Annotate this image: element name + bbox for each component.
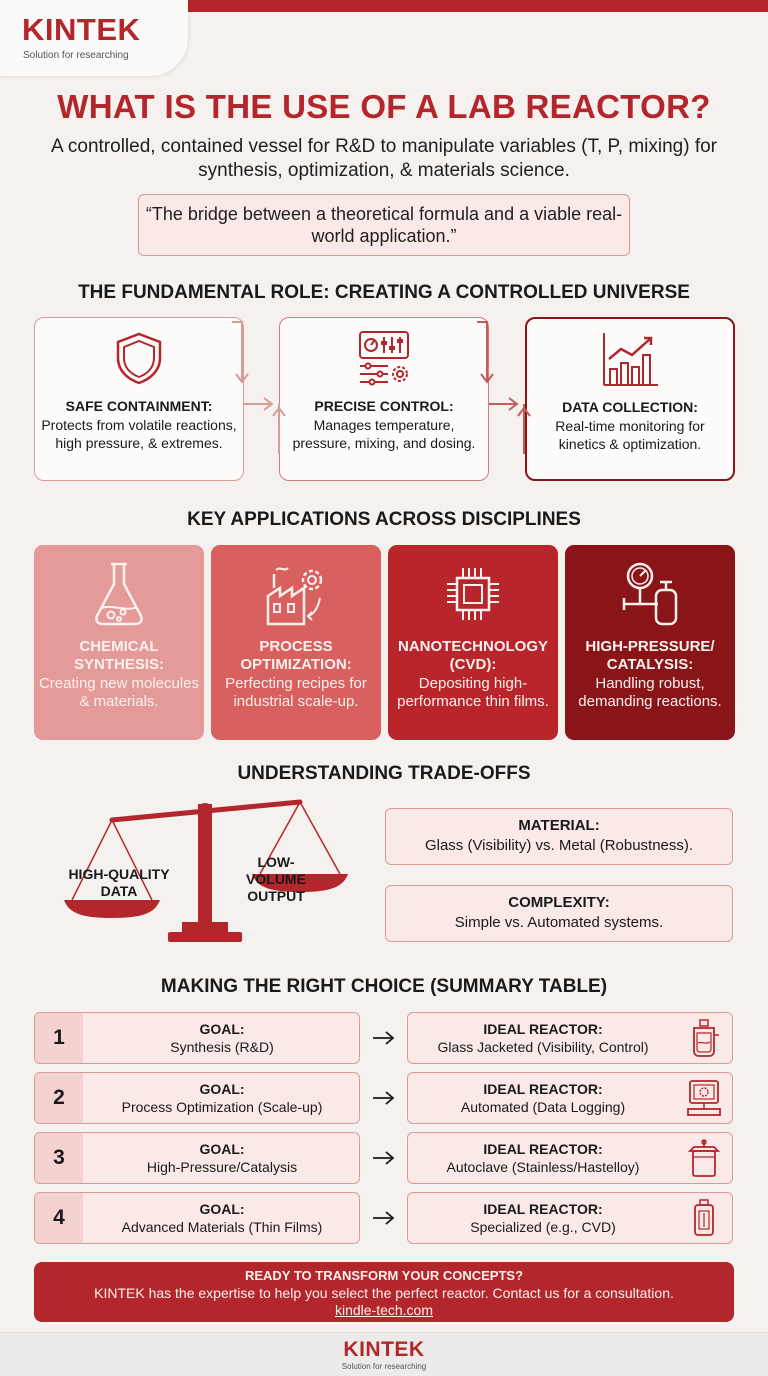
scale-right-label: LOW-VOLUME OUTPUT bbox=[246, 854, 306, 904]
summary-ideal-1: IDEAL REACTOR: Glass Jacketed (Visibilit… bbox=[407, 1012, 733, 1064]
ideal-label: IDEAL REACTOR: bbox=[483, 1201, 603, 1217]
app-desc: Creating new molecules & materials. bbox=[38, 675, 200, 710]
cta-heading: READY TO TRANSFORM YOUR CONCEPTS? bbox=[244, 1268, 524, 1283]
app-card-high-pressure: HIGH-PRESSURE/ CATALYSIS: Handling robus… bbox=[565, 545, 735, 740]
logo-wordmark: KINTEK bbox=[22, 12, 141, 47]
role-desc: Protects from volatile reactions, high p… bbox=[41, 417, 237, 451]
tradeoff-title: MATERIAL: bbox=[518, 817, 600, 834]
footer-logo-wordmark[interactable]: KINTEK bbox=[343, 1338, 425, 1361]
app-title: HIGH-PRESSURE/ CATALYSIS: bbox=[585, 638, 715, 673]
tradeoff-desc: Glass (Visibility) vs. Metal (Robustness… bbox=[424, 837, 694, 854]
tradeoff-material-box: MATERIAL: Glass (Visibility) vs. Metal (… bbox=[385, 808, 733, 865]
ideal-label: IDEAL REACTOR: bbox=[483, 1141, 603, 1157]
footer-logo-tagline: Solution for researching bbox=[341, 1362, 427, 1371]
fundamental-heading: THE FUNDAMENTAL ROLE: CREATING A CONTROL… bbox=[78, 282, 690, 303]
summary-ideal-3: IDEAL REACTOR: Autoclave (Stainless/Hast… bbox=[407, 1132, 733, 1184]
goal-value: High-Pressure/Catalysis bbox=[146, 1159, 298, 1175]
row-number: 2 bbox=[35, 1073, 83, 1123]
page-title: WHAT IS THE USE OF A LAB REACTOR? bbox=[57, 88, 711, 125]
top-accent-bar bbox=[0, 0, 768, 12]
row-number: 1 bbox=[35, 1013, 83, 1063]
chip-icon bbox=[447, 568, 499, 620]
ideal-value: Specialized (e.g., CVD) bbox=[470, 1219, 616, 1235]
app-title: PROCESS OPTIMIZATION: bbox=[240, 638, 352, 673]
automated-system-icon bbox=[687, 1080, 721, 1116]
arrow-right-icon bbox=[373, 1151, 395, 1165]
ideal-label: IDEAL REACTOR: bbox=[483, 1081, 603, 1097]
summary-ideal-2: IDEAL REACTOR: Automated (Data Logging) bbox=[407, 1072, 733, 1124]
arrow-right-icon bbox=[373, 1211, 395, 1225]
factory-gear-icon bbox=[266, 567, 323, 626]
header-logo[interactable]: KINTEK Solution for researching bbox=[0, 0, 188, 76]
goal-value: Synthesis (R&D) bbox=[170, 1039, 274, 1055]
jacketed-reactor-icon bbox=[693, 1019, 719, 1057]
row-number: 3 bbox=[35, 1133, 83, 1183]
goal-label: GOAL: bbox=[199, 1081, 245, 1097]
flow-arrow-1 bbox=[232, 321, 286, 454]
control-panel-icon bbox=[359, 331, 409, 386]
cta-link[interactable]: kindle-tech.com bbox=[334, 1302, 434, 1318]
goal-label: GOAL: bbox=[199, 1141, 245, 1157]
applications-heading: KEY APPLICATIONS ACROSS DISCIPLINES bbox=[187, 509, 581, 530]
arrow-right-icon bbox=[373, 1091, 395, 1105]
role-desc: Real-time monitoring for kinetics & opti… bbox=[555, 418, 705, 452]
summary-goal-4: 4 GOAL: Advanced Materials (Thin Films) bbox=[34, 1192, 360, 1244]
role-card-precise-control: PRECISE CONTROL: Manages temperature, pr… bbox=[279, 317, 489, 481]
goal-value: Advanced Materials (Thin Films) bbox=[121, 1219, 323, 1235]
app-desc: Perfecting recipes for industrial scale-… bbox=[225, 675, 367, 710]
tradeoff-desc: Simple vs. Automated systems. bbox=[454, 914, 664, 931]
flow-arrow-2 bbox=[477, 321, 531, 454]
role-title: SAFE CONTAINMENT: bbox=[65, 398, 213, 414]
ideal-value: Automated (Data Logging) bbox=[460, 1099, 626, 1115]
flask-icon bbox=[95, 562, 143, 626]
scale-left-label: HIGH-QUALITY DATA bbox=[68, 866, 170, 899]
summary-heading: MAKING THE RIGHT CHOICE (SUMMARY TABLE) bbox=[160, 976, 608, 997]
ideal-label: IDEAL REACTOR: bbox=[483, 1021, 603, 1037]
goal-value: Process Optimization (Scale-up) bbox=[121, 1099, 323, 1115]
summary-ideal-4: IDEAL REACTOR: Specialized (e.g., CVD) bbox=[407, 1192, 733, 1244]
shield-icon bbox=[116, 332, 162, 385]
pressure-gauge-icon bbox=[622, 562, 678, 626]
row-number: 4 bbox=[35, 1193, 83, 1243]
app-title: NANOTECHNOLOGY (CVD): bbox=[398, 638, 548, 673]
ideal-value: Autoclave (Stainless/Hastelloy) bbox=[446, 1159, 640, 1175]
app-card-chemical-synthesis: CHEMICAL SYNTHESIS: Creating new molecul… bbox=[34, 545, 204, 740]
cvd-reactor-icon bbox=[694, 1199, 714, 1236]
app-card-nanotechnology: NANOTECHNOLOGY (CVD): Depositing high-pe… bbox=[388, 545, 558, 740]
role-desc: Manages temperature, pressure, mixing, a… bbox=[292, 417, 476, 451]
role-title: DATA COLLECTION: bbox=[562, 399, 698, 415]
role-card-safe-containment: SAFE CONTAINMENT: Protects from volatile… bbox=[34, 317, 244, 481]
role-title: PRECISE CONTROL: bbox=[314, 398, 454, 414]
tradeoffs-heading: UNDERSTANDING TRADE-OFFS bbox=[237, 763, 531, 784]
ideal-value: Glass Jacketed (Visibility, Control) bbox=[437, 1039, 649, 1055]
cta-banner: READY TO TRANSFORM YOUR CONCEPTS? KINTEK… bbox=[34, 1262, 734, 1322]
balance-scale-icon bbox=[64, 799, 348, 942]
role-card-data-collection: DATA COLLECTION: Real-time monitoring fo… bbox=[525, 317, 735, 481]
page-subtitle: A controlled, contained vessel for R&D t… bbox=[50, 136, 718, 181]
goal-label: GOAL: bbox=[199, 1201, 245, 1217]
app-card-process-optimization: PROCESS OPTIMIZATION: Perfecting recipes… bbox=[211, 545, 381, 740]
quote-box: “The bridge between a theoretical formul… bbox=[138, 194, 630, 256]
cta-text: KINTEK has the expertise to help you sel… bbox=[94, 1285, 674, 1301]
tradeoff-complexity-box: COMPLEXITY: Simple vs. Automated systems… bbox=[385, 885, 733, 942]
footer: KINTEK Solution for researching bbox=[0, 1332, 768, 1376]
arrow-right-icon bbox=[373, 1031, 395, 1045]
tradeoff-title: COMPLEXITY: bbox=[508, 894, 610, 911]
logo-tagline: Solution for researching bbox=[23, 50, 129, 61]
app-desc: Depositing high-performance thin films. bbox=[397, 675, 549, 710]
app-title: CHEMICAL SYNTHESIS: bbox=[73, 638, 164, 673]
autoclave-icon bbox=[687, 1139, 721, 1177]
goal-label: GOAL: bbox=[199, 1021, 245, 1037]
summary-goal-2: 2 GOAL: Process Optimization (Scale-up) bbox=[34, 1072, 360, 1124]
app-desc: Handling robust, demanding reactions. bbox=[578, 675, 722, 710]
summary-goal-3: 3 GOAL: High-Pressure/Catalysis bbox=[34, 1132, 360, 1184]
bar-chart-icon bbox=[603, 333, 658, 386]
summary-goal-1: 1 GOAL: Synthesis (R&D) bbox=[34, 1012, 360, 1064]
